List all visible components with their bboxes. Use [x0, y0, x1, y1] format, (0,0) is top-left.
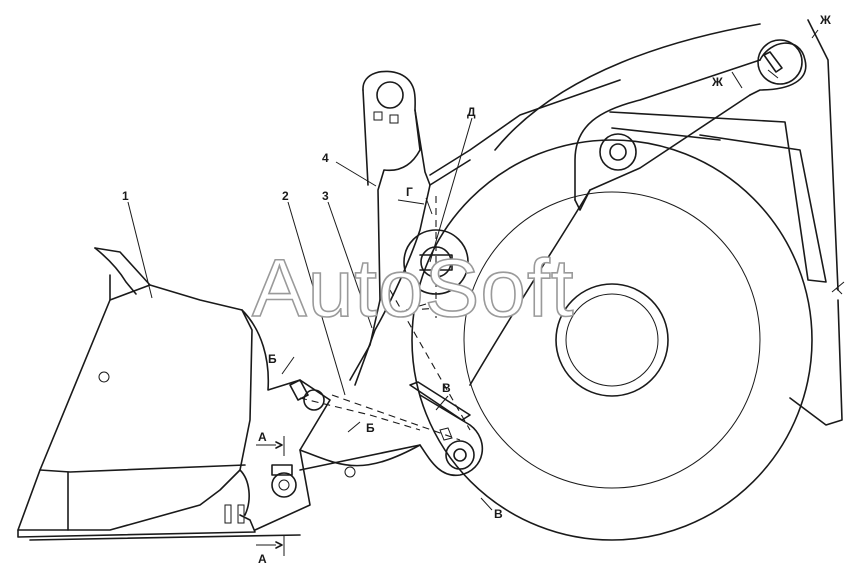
boom-pin-lock [763, 51, 783, 79]
section-mark-v-lower: В [494, 507, 503, 521]
section-mark-v-upper: В [442, 381, 451, 395]
callout-2: 2 [282, 189, 289, 203]
callout-leaders [127, 117, 473, 396]
lower-link [299, 381, 484, 476]
section-mark-a-lower: А [258, 552, 267, 566]
loader-frame [494, 19, 845, 426]
bucket [17, 247, 421, 541]
watermark: AutoSoft [252, 243, 575, 334]
section-mark-zh-right: Ж [819, 13, 831, 27]
callout-d: Д [467, 105, 476, 119]
bucket-pin-lower [271, 464, 297, 498]
section-mark-b-right: Б [366, 421, 375, 435]
section-mark-a-upper: А [258, 430, 267, 444]
section-mark-b-left: Б [268, 352, 277, 366]
section-mark-g: Г [406, 185, 413, 199]
section-mark-zh-left: Ж [711, 75, 723, 89]
section-arrows [256, 29, 819, 556]
rocker-lever [362, 70, 431, 301]
callout-1: 1 [122, 189, 129, 203]
boom-arm [429, 39, 807, 386]
wheel [411, 139, 813, 541]
bucket-pin-upper [289, 379, 325, 411]
callout-4: 4 [322, 151, 329, 165]
labels: 1 2 3 4 Д А А Б Б В В Г Ж Ж [122, 13, 831, 566]
callout-3: 3 [322, 189, 329, 203]
